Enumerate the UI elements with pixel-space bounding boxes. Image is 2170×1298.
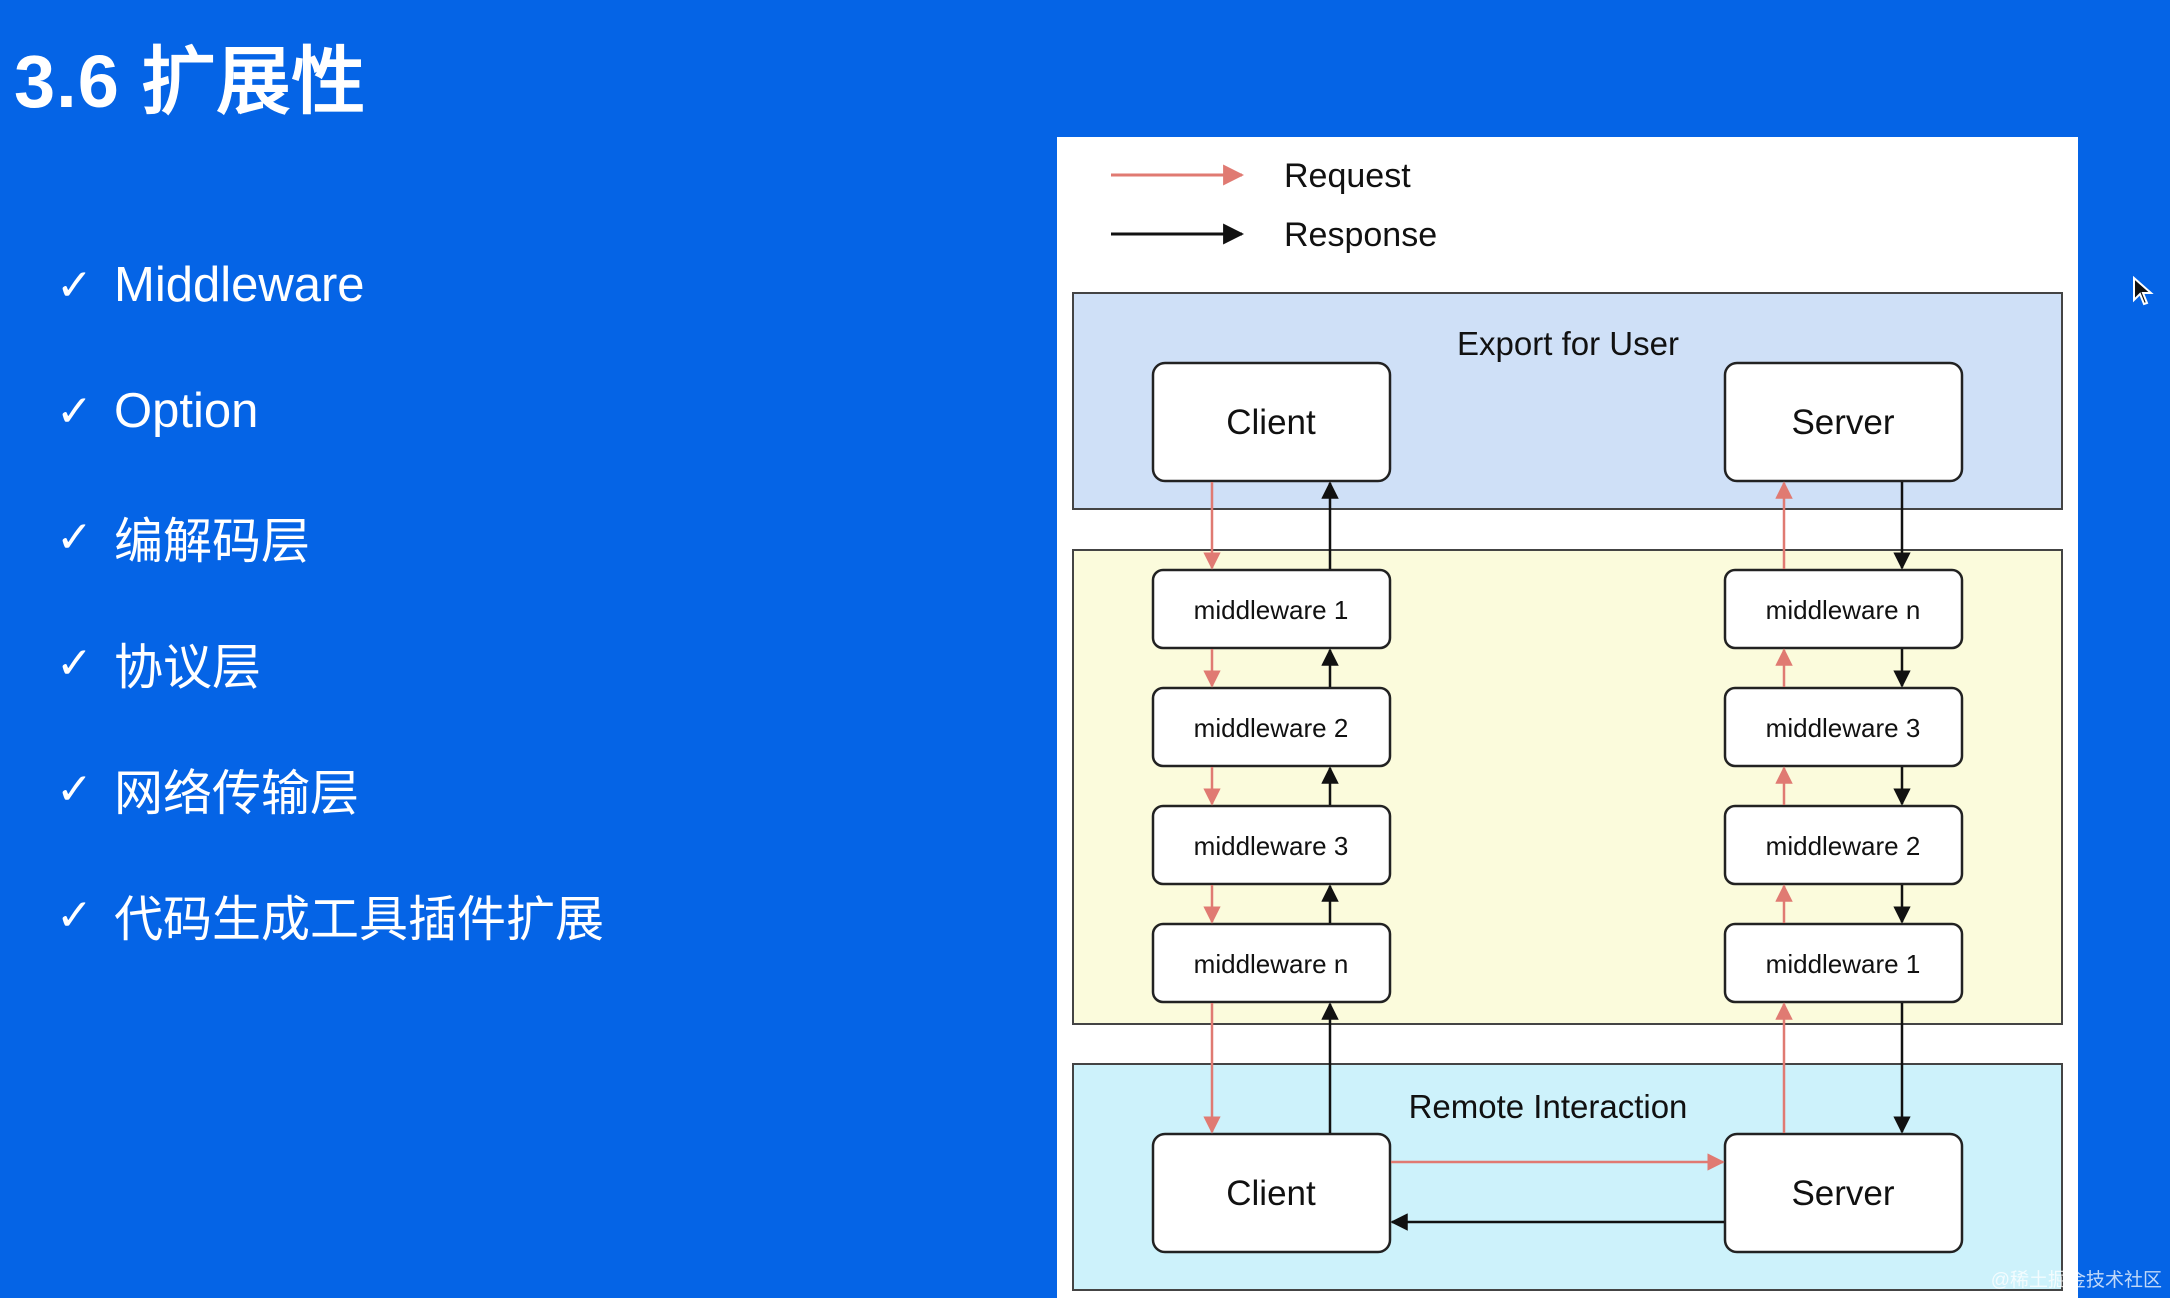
- list-item-label: 协议层: [114, 640, 262, 695]
- server-middleware-label: middleware 2: [1766, 831, 1921, 861]
- legend-request-label: Request: [1284, 157, 1411, 195]
- client-flow-arrows: [1203, 481, 1339, 1134]
- list-item: ✓ Middleware: [56, 222, 604, 348]
- list-item: ✓ 编解码层: [56, 474, 604, 600]
- server-flow-arrows: [1775, 481, 1911, 1134]
- list-item: ✓ 协议层: [56, 600, 604, 726]
- checkmark-icon: ✓: [56, 386, 93, 436]
- legend-response-label: Response: [1284, 216, 1437, 254]
- client-middleware-label: middleware 3: [1194, 831, 1349, 861]
- server-middleware-box: [1723, 686, 1964, 768]
- server-middleware-label: middleware 3: [1766, 713, 1921, 743]
- list-item-label: Option: [114, 384, 259, 438]
- server-middleware-label: middleware 1: [1766, 949, 1921, 979]
- list-item-label: 编解码层: [114, 514, 311, 569]
- client-middleware-label: middleware 1: [1194, 595, 1349, 625]
- mouse-pointer-icon: [2133, 276, 2154, 306]
- client-middleware-box: [1151, 568, 1392, 650]
- export-client-box: [1151, 361, 1392, 483]
- export-section-title: Export for User: [1457, 325, 1679, 362]
- list-item-label: 代码生成工具插件扩展: [114, 892, 605, 947]
- client-middleware-box: [1151, 686, 1392, 768]
- checkmark-icon: ✓: [56, 638, 93, 688]
- client-middleware-box: [1151, 804, 1392, 886]
- remote-section-title: Remote Interaction: [1409, 1088, 1688, 1125]
- client-middleware-label: middleware 2: [1194, 713, 1349, 743]
- feature-list: ✓ Middleware ✓ Option ✓ 编解码层 ✓ 协议层 ✓ 网络传…: [56, 222, 604, 978]
- client-middleware-label: middleware n: [1194, 949, 1349, 979]
- server-middleware-label: middleware n: [1766, 595, 1921, 625]
- client-middleware-box: [1151, 922, 1392, 1004]
- server-middleware-box: [1723, 922, 1964, 1004]
- export-client-label: Client: [1226, 403, 1316, 442]
- middleware-diagram: Request Response Export for User Remote …: [1057, 137, 2078, 1298]
- list-item: ✓ 网络传输层: [56, 726, 604, 852]
- source-watermark: @稀土掘金技术社区: [1990, 1270, 2162, 1291]
- diagram-canvas: Request Response Export for User Remote …: [1072, 157, 2063, 1291]
- list-item: ✓ 代码生成工具插件扩展: [56, 852, 604, 978]
- export-server-label: Server: [1791, 403, 1894, 442]
- slide-title: 3.6 扩展性: [14, 40, 367, 123]
- remote-server-box: [1723, 1132, 1964, 1254]
- list-item: ✓ Option: [56, 348, 604, 474]
- remote-server-label: Server: [1791, 1174, 1894, 1213]
- list-item-label: 网络传输层: [114, 766, 360, 821]
- list-item-label: Middleware: [114, 258, 365, 312]
- checkmark-icon: ✓: [56, 890, 93, 940]
- checkmark-icon: ✓: [56, 512, 93, 562]
- export-server-box: [1723, 361, 1964, 483]
- server-middleware-box: [1723, 568, 1964, 650]
- checkmark-icon: ✓: [56, 260, 93, 310]
- remote-client-box: [1151, 1132, 1392, 1254]
- server-middleware-box: [1723, 804, 1964, 886]
- legend: Request Response: [1111, 157, 1437, 254]
- remote-client-label: Client: [1226, 1174, 1316, 1213]
- checkmark-icon: ✓: [56, 764, 93, 814]
